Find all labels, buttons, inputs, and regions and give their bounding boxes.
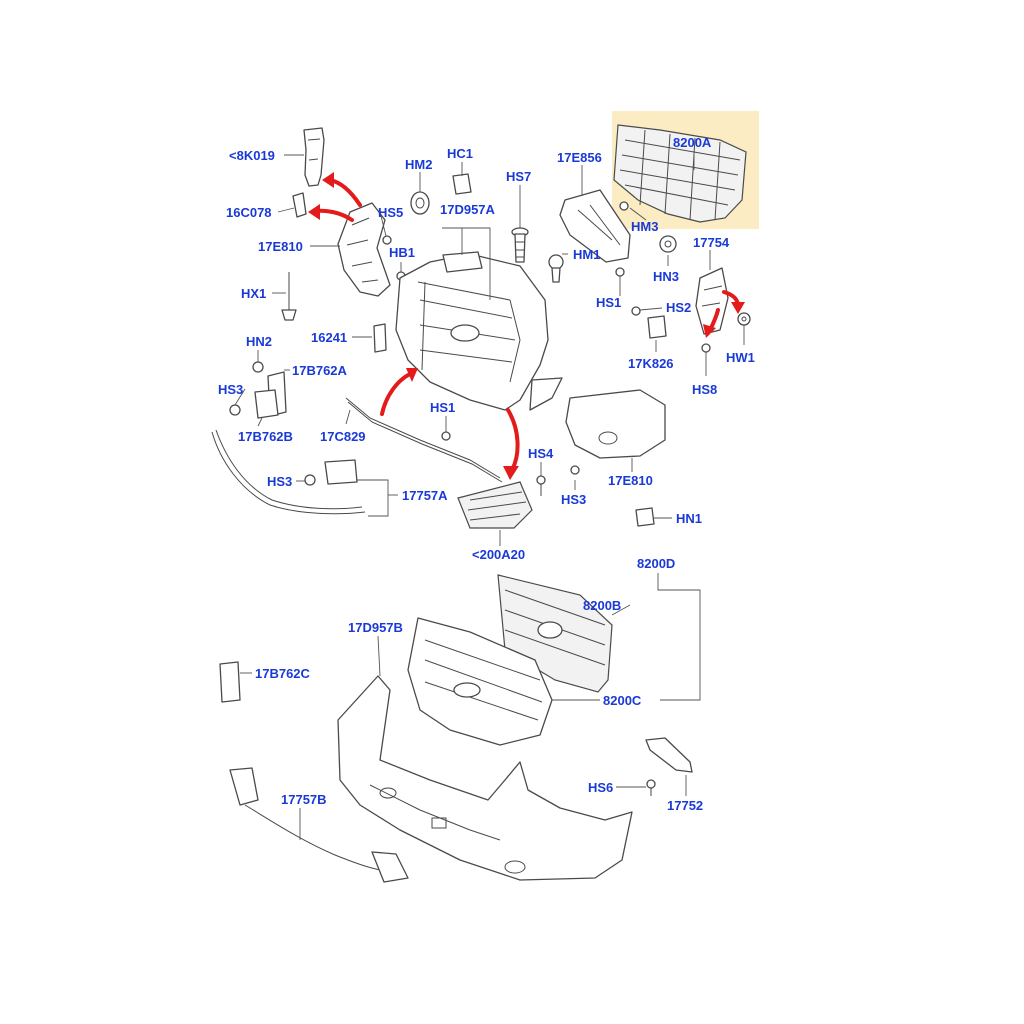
part-hs3-low-screw[interactable] <box>304 474 316 486</box>
label-16241[interactable]: 16241 <box>311 330 347 345</box>
label-hm2[interactable]: HM2 <box>405 157 432 172</box>
label-17e856[interactable]: 17E856 <box>557 150 602 165</box>
part-17e810-right-cover[interactable] <box>565 389 666 459</box>
part-hs8-screw[interactable] <box>701 343 711 353</box>
label-hm1[interactable]: HM1 <box>573 247 600 262</box>
part-17752-bracket[interactable] <box>645 737 693 773</box>
label-hs1-mid[interactable]: HS1 <box>430 400 455 415</box>
label-hs2[interactable]: HS2 <box>666 300 691 315</box>
part-17754-bracket[interactable] <box>695 267 729 335</box>
label-hw1[interactable]: HW1 <box>726 350 755 365</box>
part-hw1-washer[interactable] <box>737 312 751 326</box>
label-hx1[interactable]: HX1 <box>241 286 266 301</box>
arrow-to-8k019 <box>322 172 362 207</box>
label-17b762a[interactable]: 17B762A <box>292 363 348 378</box>
label-17d957a[interactable]: 17D957A <box>440 202 496 217</box>
label-16c078[interactable]: 16C078 <box>226 205 272 220</box>
label-hm3[interactable]: HM3 <box>631 219 658 234</box>
label-17752[interactable]: 17752 <box>667 798 703 813</box>
label-hs5[interactable]: HS5 <box>378 205 403 220</box>
part-hm3-nut[interactable] <box>619 201 629 211</box>
label-hc1[interactable]: HC1 <box>447 146 473 161</box>
part-17e810-left-bracket[interactable] <box>337 202 391 297</box>
part-17757a-bracket[interactable] <box>324 459 358 485</box>
part-hx1-rivet[interactable] <box>281 272 297 321</box>
part-16c078-clip[interactable] <box>292 192 307 218</box>
label-8200a[interactable]: 8200A <box>673 135 712 150</box>
part-hs7-pushpin[interactable] <box>511 227 529 263</box>
label-hs4[interactable]: HS4 <box>528 446 554 461</box>
label-17754[interactable]: 17754 <box>693 235 730 250</box>
arrow-to-hw1 <box>722 290 745 314</box>
part-17e856-bracket[interactable] <box>559 189 631 263</box>
part-hn2-nut[interactable] <box>252 361 264 373</box>
label-17c829[interactable]: 17C829 <box>320 429 366 444</box>
part-hn3-nut[interactable] <box>659 235 677 253</box>
leader-lines <box>234 152 745 840</box>
label-8200d[interactable]: 8200D <box>637 556 675 571</box>
part-upper-grille-assembly[interactable] <box>395 251 563 411</box>
label-hs7[interactable]: HS7 <box>506 169 531 184</box>
part-17k826-clip[interactable] <box>647 315 667 339</box>
label-hs1-top[interactable]: HS1 <box>596 295 621 310</box>
label-17d957b[interactable]: 17D957B <box>348 620 403 635</box>
part-hm2-fastener[interactable] <box>410 191 430 215</box>
label-8200b[interactable]: 8200B <box>583 598 621 613</box>
label-8k019[interactable]: <8K019 <box>229 148 275 163</box>
arrow-to-16c078 <box>308 204 354 222</box>
part-200a20-lower-grille[interactable] <box>457 481 533 529</box>
arrow-to-17k826 <box>703 308 720 338</box>
part-hs1-mid-screw[interactable] <box>441 431 451 441</box>
label-17b762b[interactable]: 17B762B <box>238 429 293 444</box>
part-8200a-grille-mesh[interactable] <box>613 124 747 223</box>
part-hs2-screw[interactable] <box>631 306 641 316</box>
part-hs3-left-screw[interactable] <box>229 404 241 416</box>
part-hs4-bolt[interactable] <box>536 475 546 496</box>
label-hn2[interactable]: HN2 <box>246 334 272 349</box>
label-hs3-left[interactable]: HS3 <box>218 382 243 397</box>
label-hb1[interactable]: HB1 <box>389 245 415 260</box>
part-17757b-wire[interactable] <box>229 767 409 883</box>
part-17b762b-bracket[interactable] <box>254 389 279 419</box>
part-labels: <8K019 16C078 17E810 HX1 HM2 HC1 HS5 HB1… <box>218 135 755 813</box>
part-8k019-bracket[interactable] <box>303 127 325 187</box>
part-17d957b-bumper-cover[interactable] <box>337 675 633 881</box>
part-16241-bracket[interactable] <box>373 323 387 353</box>
part-hn1-clip[interactable] <box>635 507 655 527</box>
label-8200c[interactable]: 8200C <box>603 693 642 708</box>
arrow-to-upper-grille <box>380 368 418 416</box>
part-hs5-screw[interactable] <box>382 235 392 245</box>
part-hm1-clip[interactable] <box>548 254 564 283</box>
part-hc1-clip[interactable] <box>452 173 472 195</box>
label-17e810-right[interactable]: 17E810 <box>608 473 653 488</box>
label-17757a[interactable]: 17757A <box>402 488 448 503</box>
part-17c829-trim-strip[interactable] <box>345 397 503 483</box>
label-200a20[interactable]: <200A20 <box>472 547 525 562</box>
label-17k826[interactable]: 17K826 <box>628 356 674 371</box>
label-hn1[interactable]: HN1 <box>676 511 702 526</box>
part-hs6-screw[interactable] <box>646 779 656 796</box>
part-8200c-grille-frame[interactable] <box>407 617 553 746</box>
label-17757b[interactable]: 17757B <box>281 792 327 807</box>
part-hs3-mid-screw[interactable] <box>570 465 580 475</box>
label-hs3-low[interactable]: HS3 <box>267 474 292 489</box>
label-hs3-mid[interactable]: HS3 <box>561 492 586 507</box>
label-hs6[interactable]: HS6 <box>588 780 613 795</box>
part-hs1-top-screw[interactable] <box>615 267 625 277</box>
arrow-to-lower-grille <box>503 408 520 480</box>
label-hs8[interactable]: HS8 <box>692 382 717 397</box>
part-17b762c-bracket[interactable] <box>219 661 241 703</box>
label-hn3[interactable]: HN3 <box>653 269 679 284</box>
part-17757a-wire[interactable] <box>211 429 366 515</box>
label-17b762c[interactable]: 17B762C <box>255 666 311 681</box>
label-17e810-left[interactable]: 17E810 <box>258 239 303 254</box>
